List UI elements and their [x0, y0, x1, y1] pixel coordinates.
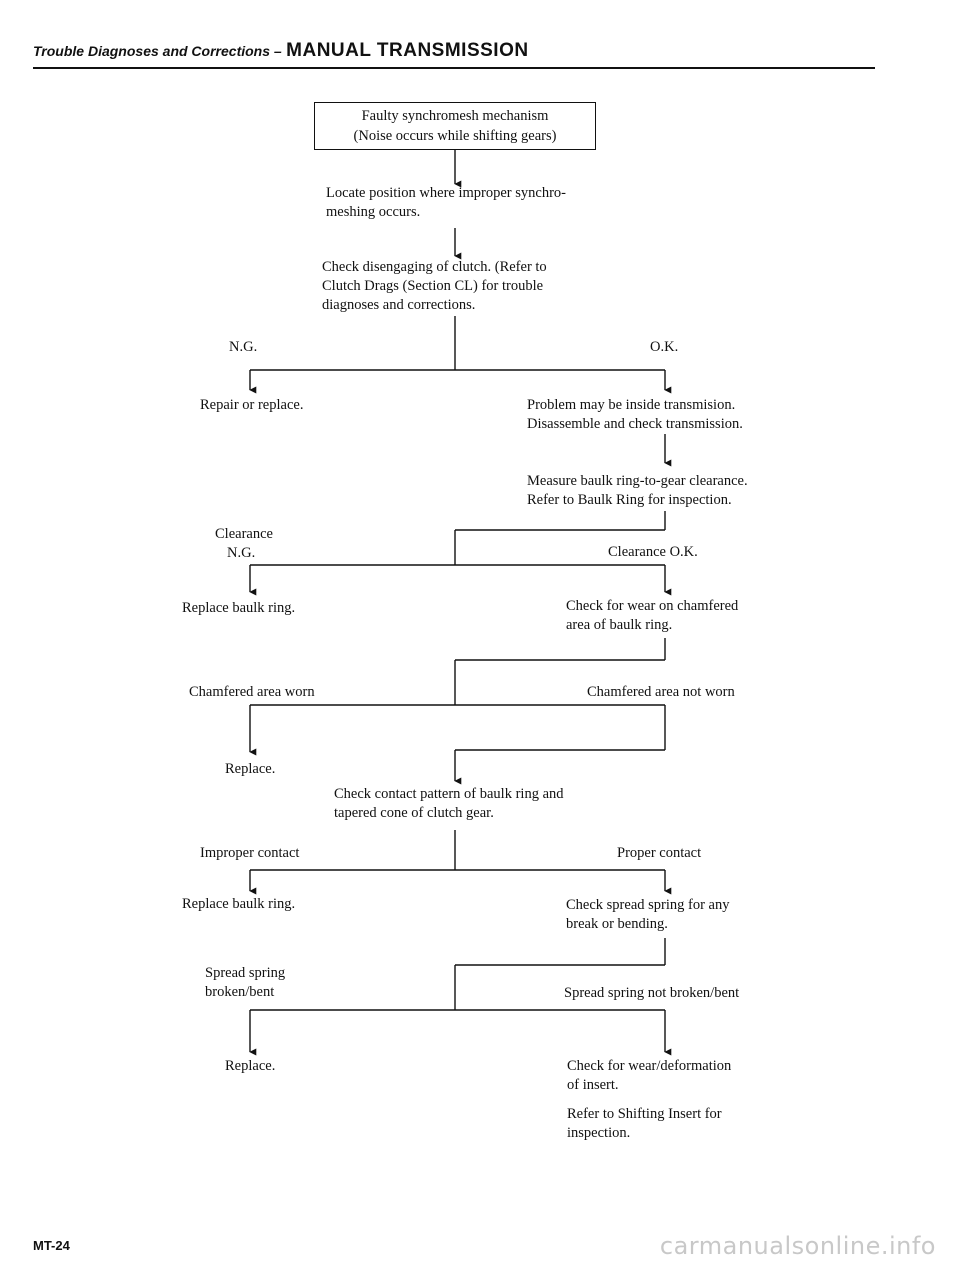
clearance-ng-line-2: N.G. [227, 545, 256, 561]
check-spread-line-2: break or bending. [566, 916, 668, 932]
label-ng: N.G. [229, 339, 258, 355]
step-clutch-line-2: Clutch Drags (Section CL) for trouble [322, 278, 544, 294]
check-insert-line-1: Check for wear/deformation [567, 1058, 732, 1074]
step-inside-transmission: Problem may be inside transmision. Disas… [527, 396, 743, 434]
watermark: carmanualsonline.info [659, 1232, 936, 1260]
start-box-line-2: (Noise occurs while shifting gears) [353, 128, 557, 144]
measure-line-2: Refer to Baulk Ring for inspection. [527, 492, 732, 508]
step-check-wear: Check for wear on chamfered area of baul… [566, 597, 738, 635]
step-replace-baulk-ring-1: Replace baulk ring. [182, 600, 296, 616]
step-locate-line-2: meshing occurs. [326, 204, 421, 220]
step-replace-2: Replace. [225, 1058, 276, 1074]
inside-trans-line-2: Disassemble and check transmission. [527, 416, 743, 432]
step-locate: Locate position where improper synchro- … [326, 184, 566, 222]
page-number: MT-24 [33, 1238, 70, 1253]
step-repair-replace: Repair or replace. [200, 397, 304, 413]
step-locate-line-1: Locate position where improper synchro- [326, 185, 566, 201]
check-insert-line-2: of insert. [567, 1077, 619, 1093]
step-clutch-line-3: diagnoses and corrections. [322, 297, 476, 313]
check-wear-line-2: area of baulk ring. [566, 617, 673, 633]
header-rule [33, 67, 875, 69]
refer-insert-line-2: inspection. [567, 1125, 631, 1141]
step-check-spread-spring: Check spread spring for any break or ben… [566, 896, 729, 934]
step-check-clutch: Check disengaging of clutch. (Refer to C… [322, 258, 547, 315]
step-measure-clearance: Measure baulk ring-to-gear clearance. Re… [527, 472, 748, 510]
label-chamfered-not-worn: Chamfered area not worn [587, 684, 735, 700]
check-contact-line-2: tapered cone of clutch gear. [334, 805, 494, 821]
start-box: Faulty synchromesh mechanism (Noise occu… [314, 102, 596, 150]
measure-line-1: Measure baulk ring-to-gear clearance. [527, 473, 748, 489]
page-header: Trouble Diagnoses and Corrections – MANU… [33, 40, 529, 62]
refer-insert-line-1: Refer to Shifting Insert for [567, 1106, 722, 1122]
section-label: Trouble Diagnoses and Corrections – [33, 43, 282, 59]
label-clearance-ng: Clearance N.G. [215, 525, 273, 563]
label-improper-contact: Improper contact [200, 845, 300, 861]
label-spread-not-broken: Spread spring not broken/bent [564, 985, 740, 1001]
start-box-line-1: Faulty synchromesh mechanism [361, 108, 549, 124]
spread-broken-line-2: broken/bent [205, 984, 275, 1000]
label-clearance-ok: Clearance O.K. [608, 544, 698, 560]
step-replace-1: Replace. [225, 761, 276, 777]
check-contact-line-1: Check contact pattern of baulk ring and [334, 786, 564, 802]
clearance-ng-line-1: Clearance [215, 526, 273, 542]
step-check-contact: Check contact pattern of baulk ring and … [334, 785, 564, 823]
step-check-insert: Check for wear/deformation of insert. [567, 1057, 731, 1095]
check-wear-line-1: Check for wear on chamfered [566, 598, 739, 614]
label-ok: O.K. [650, 339, 679, 355]
step-replace-baulk-ring-2: Replace baulk ring. [182, 896, 296, 912]
label-proper-contact: Proper contact [617, 845, 702, 861]
step-clutch-line-1: Check disengaging of clutch. (Refer to [322, 259, 547, 275]
label-chamfered-worn: Chamfered area worn [189, 684, 315, 700]
step-refer-shifting-insert: Refer to Shifting Insert for inspection. [567, 1105, 722, 1143]
label-spread-broken: Spread spring broken/bent [205, 964, 285, 1002]
page-title: MANUAL TRANSMISSION [286, 40, 529, 61]
spread-broken-line-1: Spread spring [205, 965, 286, 981]
check-spread-line-1: Check spread spring for any [566, 897, 730, 913]
inside-trans-line-1: Problem may be inside transmision. [527, 397, 736, 413]
